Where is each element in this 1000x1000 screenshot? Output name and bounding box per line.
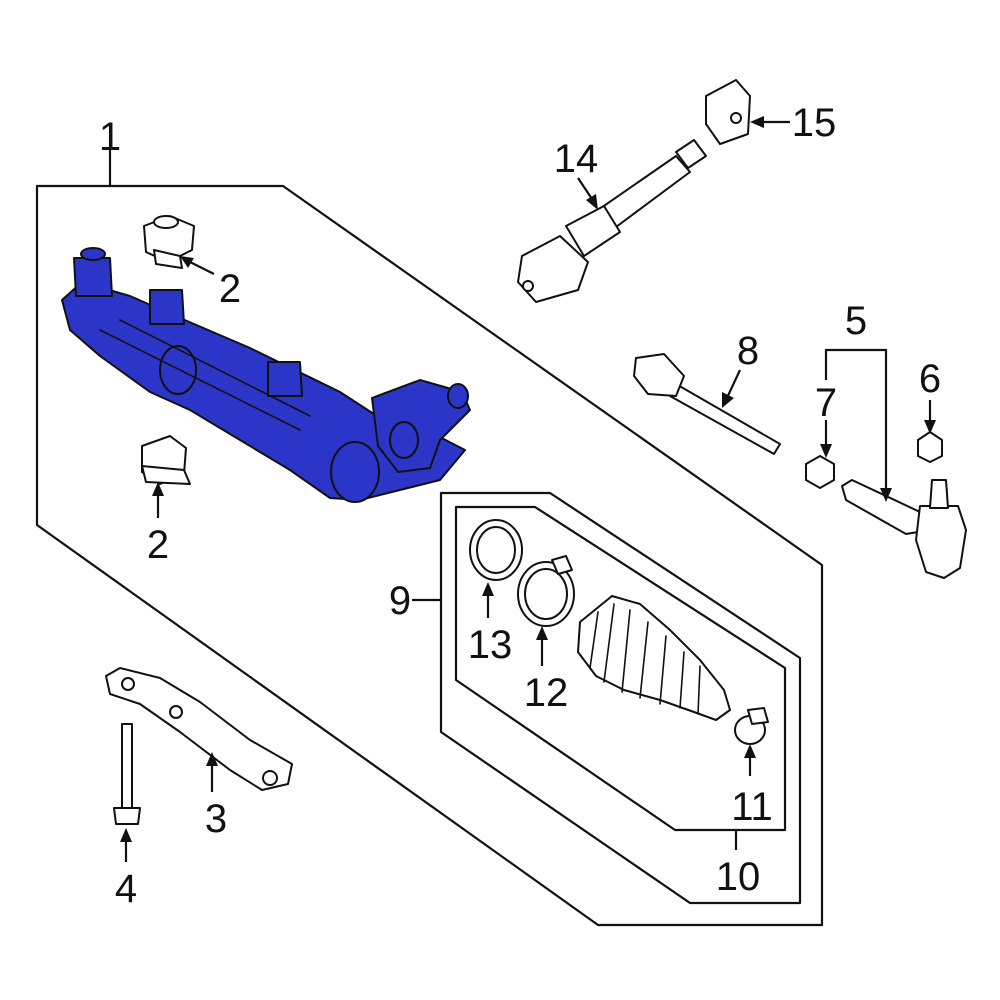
leader-8 bbox=[725, 369, 741, 401]
bushing-upper-base bbox=[153, 249, 183, 269]
arrowhead-14 bbox=[586, 194, 598, 210]
shaft-u-joint bbox=[517, 235, 589, 303]
arrowhead-3 bbox=[206, 752, 218, 766]
callout-4: 4 bbox=[115, 867, 137, 911]
inner-tie-rod[interactable] bbox=[633, 353, 781, 455]
arrowhead-6 bbox=[924, 420, 936, 434]
callout-5: 5 bbox=[845, 299, 867, 343]
cover-hole bbox=[730, 112, 742, 124]
bushing-lower-base bbox=[141, 465, 191, 485]
leader-5 bbox=[824, 348, 888, 496]
boot-ridges bbox=[589, 603, 701, 715]
shaft-spline bbox=[675, 139, 707, 169]
bolt-shank bbox=[121, 723, 133, 809]
callout-2-lower: 2 bbox=[147, 523, 169, 567]
steering-rack-assembly[interactable] bbox=[61, 247, 471, 503]
mount-bushing-upper[interactable] bbox=[143, 215, 195, 269]
callout-10: 10 bbox=[716, 855, 761, 899]
callout-7: 7 bbox=[815, 381, 837, 425]
callout-8: 8 bbox=[737, 329, 759, 373]
callout-6: 6 bbox=[919, 357, 941, 401]
rack-center-clamp bbox=[159, 345, 197, 395]
rack-valve-port-b bbox=[447, 383, 469, 409]
arrowhead-12 bbox=[536, 626, 548, 640]
arrowhead-2b bbox=[152, 482, 164, 496]
seal-ring[interactable] bbox=[469, 519, 523, 581]
rack-left-mount bbox=[73, 257, 113, 297]
arrowhead-8 bbox=[722, 392, 734, 408]
rack-bushing-a bbox=[149, 289, 185, 325]
arrowhead-7 bbox=[820, 444, 832, 458]
arrowhead-4 bbox=[120, 828, 132, 842]
rack-valve-port-a bbox=[389, 421, 419, 459]
callout-14: 14 bbox=[554, 137, 599, 181]
arrowhead-11 bbox=[744, 744, 756, 758]
arrowhead-2a bbox=[180, 256, 194, 268]
shaft-cover[interactable] bbox=[705, 79, 751, 145]
arrowhead-5 bbox=[880, 488, 892, 502]
callout-11: 11 bbox=[731, 785, 773, 829]
jam-nut[interactable] bbox=[805, 455, 835, 489]
mounting-bolt[interactable] bbox=[113, 723, 141, 825]
bracket-plate bbox=[105, 667, 293, 791]
intermediate-shaft[interactable] bbox=[517, 139, 707, 303]
group-box-9 bbox=[439, 491, 802, 905]
callout-1: 1 bbox=[99, 115, 121, 159]
rack-right-end bbox=[330, 441, 380, 503]
mount-bushing-lower[interactable] bbox=[141, 435, 191, 485]
castle-nut[interactable] bbox=[917, 431, 943, 463]
tie-rod-ball-joint bbox=[633, 353, 685, 397]
group-box-1 bbox=[35, 184, 824, 927]
clamp-small-tab bbox=[747, 707, 769, 725]
boot-clamp-large[interactable] bbox=[517, 555, 575, 627]
leader-lines bbox=[108, 116, 936, 862]
bolt-head bbox=[113, 807, 141, 825]
tie-rod-end-stud bbox=[929, 479, 949, 509]
rack-bushing-b bbox=[267, 361, 303, 397]
group-box-10 bbox=[454, 505, 787, 832]
rack-left-mount-cap bbox=[80, 247, 106, 261]
callout-13: 13 bbox=[468, 623, 513, 667]
callout-3: 3 bbox=[205, 797, 227, 841]
seal-ring-inner bbox=[476, 526, 516, 574]
clamp-large-tab bbox=[551, 555, 573, 575]
mounting-bracket[interactable] bbox=[105, 667, 293, 791]
cover-body bbox=[705, 79, 751, 145]
bracket-hole-mid bbox=[169, 705, 183, 719]
arrowhead-15 bbox=[750, 116, 764, 128]
callout-labels: 1 2 2 3 4 5 6 7 8 9 10 11 12 13 14 15 bbox=[99, 101, 941, 911]
clamp-large-inner bbox=[524, 568, 568, 620]
shaft-boot bbox=[565, 205, 621, 257]
bracket-hole-left bbox=[121, 677, 135, 691]
tie-rod-end-ball bbox=[915, 505, 967, 579]
shaft-u-joint-bolt bbox=[522, 280, 534, 292]
rack-tube-line bbox=[99, 319, 311, 431]
rack-boot[interactable] bbox=[577, 595, 731, 721]
callout-9: 9 bbox=[389, 579, 411, 623]
bushing-upper-top bbox=[153, 215, 179, 229]
outer-tie-rod-end[interactable] bbox=[841, 479, 967, 579]
bracket-hole-right bbox=[262, 770, 278, 786]
arrowhead-13 bbox=[482, 582, 494, 596]
boot-bellows bbox=[577, 595, 731, 721]
boot-clamp-small[interactable] bbox=[734, 707, 769, 745]
callout-2-upper: 2 bbox=[219, 267, 241, 311]
callout-15: 15 bbox=[792, 101, 837, 145]
callout-12: 12 bbox=[524, 671, 569, 715]
